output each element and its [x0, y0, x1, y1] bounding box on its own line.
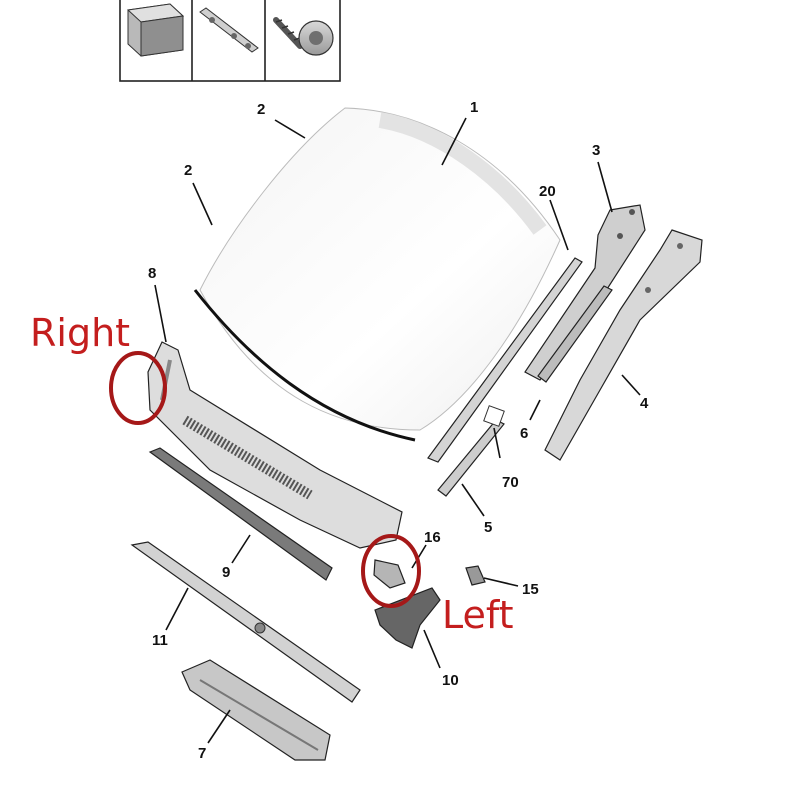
- clip-15: [465, 565, 486, 586]
- bracket-3: [524, 204, 646, 381]
- trim-strip-5: [437, 419, 505, 497]
- callout-11: 11: [152, 632, 168, 649]
- callout-16: 16: [424, 529, 441, 546]
- callout-numbers: 1 2 2 3 20 8 4 6 70 5 16 9 15 11 10 7: [148, 99, 649, 762]
- callout-20: 20: [539, 183, 556, 200]
- annotation-right-circle: [109, 351, 167, 425]
- callout-10: 10: [442, 672, 459, 689]
- clip-strip-icon: [199, 7, 259, 53]
- callout-7: 7: [198, 745, 206, 762]
- screw-icon: [273, 17, 334, 56]
- seal-strip-20: [427, 257, 583, 463]
- callout-2-left: 2: [184, 162, 192, 179]
- trim-strip-6: [537, 285, 613, 383]
- annotation-left-circle: [361, 534, 421, 608]
- foam-block-icon: [126, 3, 185, 57]
- callout-4: 4: [640, 395, 649, 412]
- callout-8: 8: [148, 265, 156, 282]
- callout-70: 70: [502, 474, 519, 491]
- annotation-right-label: Right: [30, 311, 130, 355]
- callout-9: 9: [222, 564, 230, 581]
- leader-lines: [154, 117, 641, 744]
- cowl-panel-8: [147, 341, 403, 549]
- callout-3: 3: [592, 142, 600, 159]
- clip-70: [483, 405, 505, 427]
- callout-2-top: 2: [257, 101, 265, 118]
- cross-bar-11: [130, 541, 361, 703]
- callout-1: 1: [470, 99, 478, 116]
- annotations: Right Left: [30, 311, 514, 637]
- cover-7: [181, 659, 331, 761]
- annotation-left-label: Left: [442, 593, 514, 637]
- clip-16: [373, 559, 406, 589]
- bracket-10: [374, 587, 441, 649]
- callout-15: 15: [522, 581, 539, 598]
- windshield: [193, 107, 561, 442]
- pillar-4: [544, 229, 703, 461]
- callout-6: 6: [520, 425, 528, 442]
- callout-5: 5: [484, 519, 492, 536]
- seal-9: [148, 447, 333, 581]
